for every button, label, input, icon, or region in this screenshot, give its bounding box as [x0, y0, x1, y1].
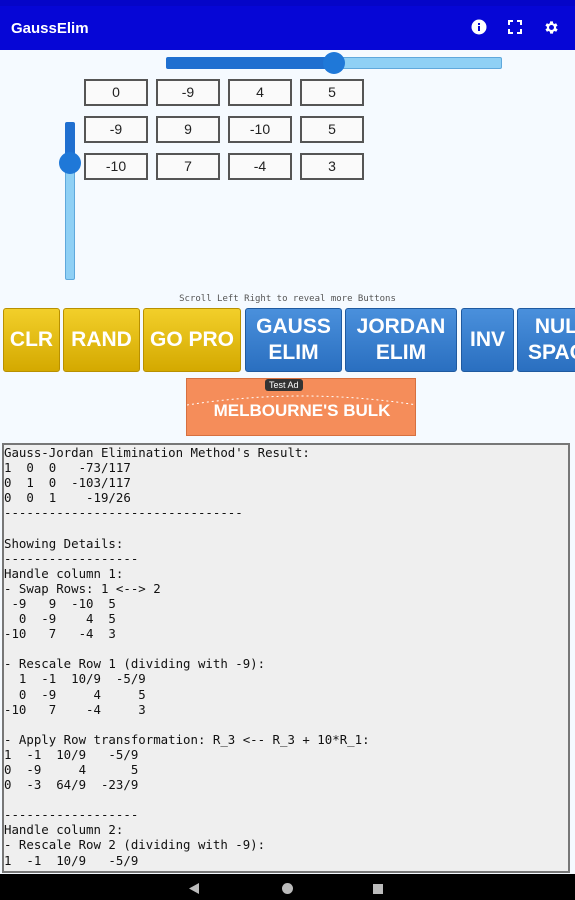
navigation-bar: [0, 874, 575, 900]
matrix-cell[interactable]: 5: [300, 79, 364, 106]
matrix-cell[interactable]: -4: [228, 153, 292, 180]
gauss-elim-button[interactable]: GAUSS ELIM: [245, 308, 342, 372]
ad-decoration: [187, 395, 415, 406]
gear-icon[interactable]: [541, 17, 561, 37]
status-bar: [0, 0, 575, 6]
columns-slider[interactable]: [166, 52, 502, 74]
back-icon[interactable]: [188, 880, 200, 899]
matrix-cell[interactable]: 7: [156, 153, 220, 180]
home-icon[interactable]: [281, 880, 294, 899]
rows-slider-track: [65, 162, 75, 280]
matrix-cell[interactable]: -9: [84, 116, 148, 143]
recents-icon[interactable]: [372, 880, 384, 899]
matrix-cell[interactable]: -9: [156, 79, 220, 106]
random-button[interactable]: RAND: [63, 308, 140, 372]
columns-slider-thumb[interactable]: [323, 52, 345, 74]
app-title: GaussElim: [11, 19, 89, 37]
result-text: Gauss-Jordan Elimination Method's Result…: [4, 445, 370, 871]
app-bar-actions: [469, 17, 561, 37]
fullscreen-icon[interactable]: [505, 17, 525, 37]
matrix-cell[interactable]: -10: [228, 116, 292, 143]
result-output[interactable]: Gauss-Jordan Elimination Method's Result…: [2, 443, 570, 873]
columns-slider-track: [334, 57, 502, 69]
rows-slider-thumb[interactable]: [59, 152, 81, 174]
clear-button[interactable]: CLR: [3, 308, 60, 372]
matrix-cell[interactable]: -10: [84, 153, 148, 180]
scroll-hint: Scroll Left Right to reveal more Buttons: [179, 294, 396, 304]
columns-slider-fill: [166, 57, 334, 69]
null-space-button[interactable]: NUL SPAC: [517, 308, 575, 372]
ad-tag: Test Ad: [265, 379, 303, 391]
jordan-elim-button[interactable]: JORDAN ELIM: [345, 308, 457, 372]
button-row[interactable]: CLR RAND GO PRO GAUSS ELIM JORDAN ELIM I…: [0, 306, 575, 376]
inverse-button[interactable]: INV: [461, 308, 514, 372]
matrix-cell[interactable]: 3: [300, 153, 364, 180]
ad-text: MELBOURNE'S BULK: [213, 401, 391, 420]
rows-slider-fill: [65, 122, 75, 162]
matrix-cell[interactable]: 9: [156, 116, 220, 143]
ad-banner[interactable]: Test Ad MELBOURNE'S BULK: [186, 378, 416, 436]
matrix-cell[interactable]: 5: [300, 116, 364, 143]
go-pro-button[interactable]: GO PRO: [143, 308, 241, 372]
matrix-cell[interactable]: 0: [84, 79, 148, 106]
info-icon[interactable]: [469, 17, 489, 37]
matrix-cell[interactable]: 4: [228, 79, 292, 106]
rows-slider[interactable]: [59, 122, 81, 280]
app-bar: GaussElim: [0, 6, 575, 50]
